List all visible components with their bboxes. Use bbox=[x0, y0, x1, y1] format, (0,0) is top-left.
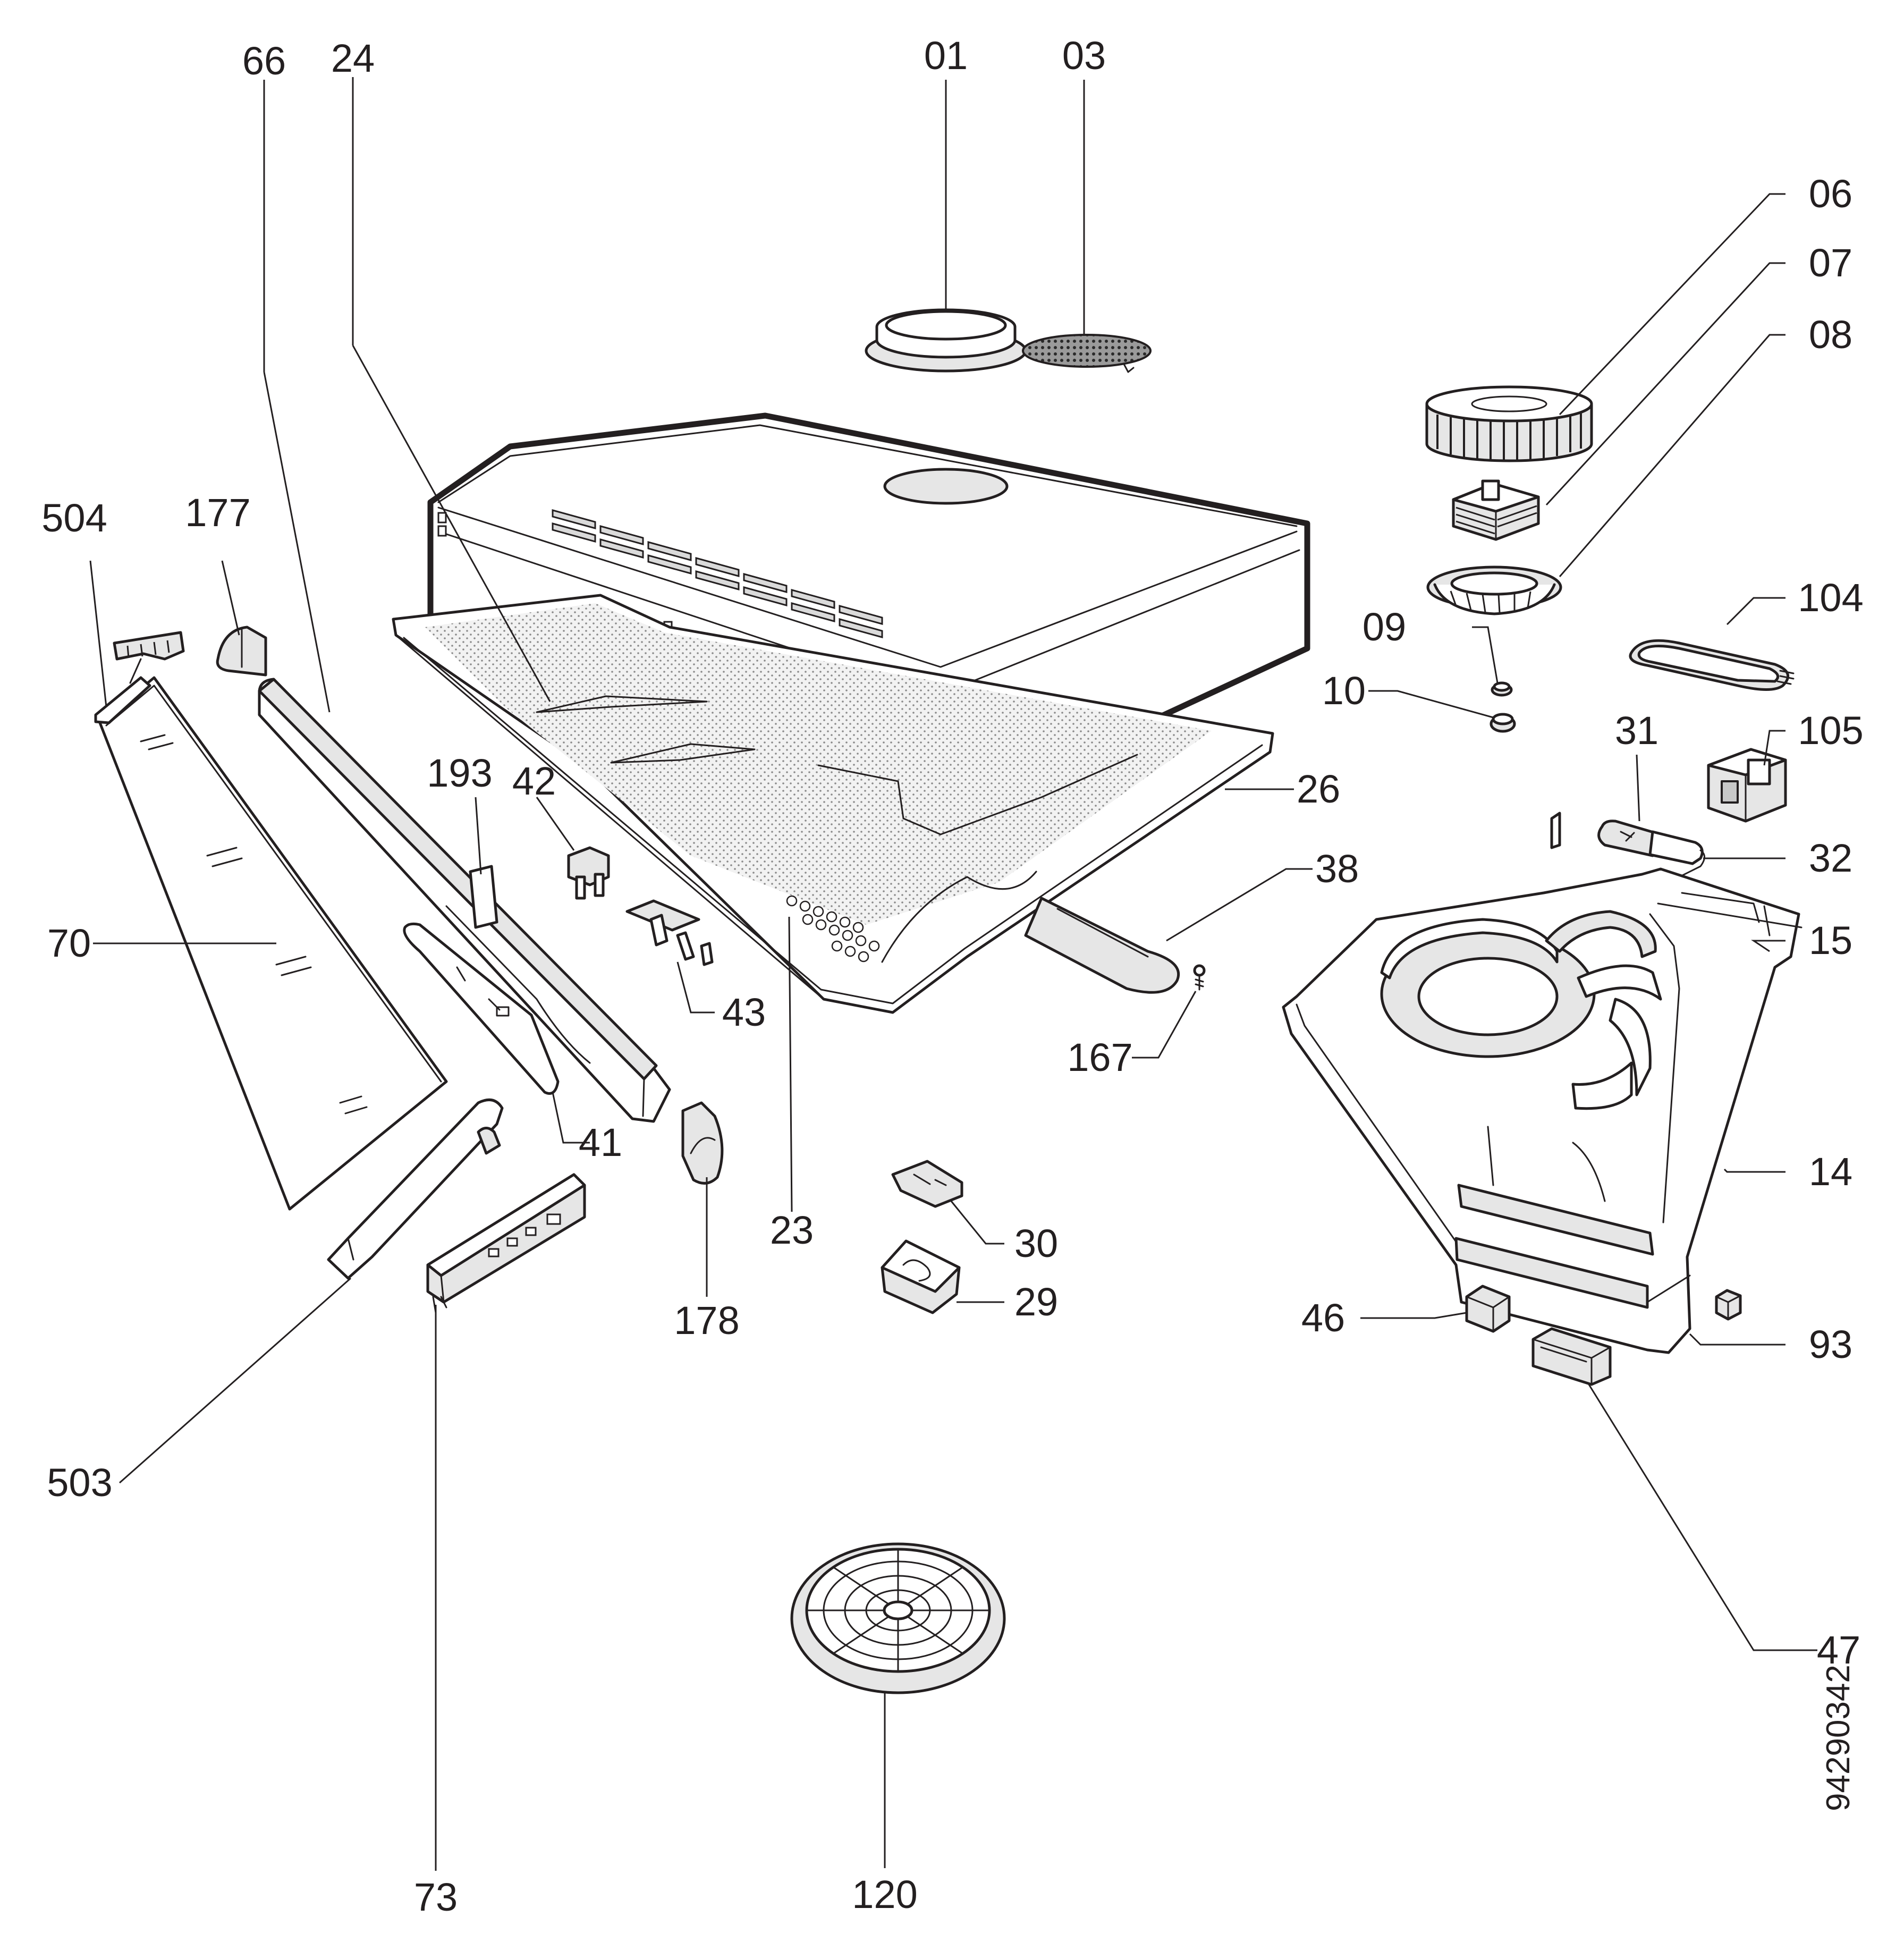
callout-23: 23 bbox=[770, 1208, 814, 1252]
part-lamp-bulb bbox=[1597, 820, 1705, 878]
callout-73: 73 bbox=[414, 1875, 458, 1919]
part-lamp-lens bbox=[1629, 639, 1795, 691]
callout-14: 14 bbox=[1809, 1150, 1852, 1194]
callout-24: 24 bbox=[331, 36, 375, 80]
callout-38: 38 bbox=[1315, 847, 1359, 891]
callout-42: 42 bbox=[512, 759, 556, 803]
part-mesh-disc bbox=[1022, 334, 1152, 373]
callout-177: 177 bbox=[185, 491, 250, 535]
callout-07: 07 bbox=[1809, 241, 1852, 285]
part-lamp-holder bbox=[1707, 748, 1787, 823]
part-fan-impeller bbox=[1426, 565, 1562, 615]
callout-26: 26 bbox=[1297, 767, 1340, 811]
part-bracket-43 bbox=[625, 899, 714, 966]
callout-66: 66 bbox=[242, 39, 286, 83]
part-grommet-09 bbox=[1491, 681, 1513, 697]
leader-lines bbox=[89, 77, 1817, 1871]
part-clip-30 bbox=[891, 1160, 963, 1208]
callout-06: 06 bbox=[1809, 172, 1852, 216]
part-motor-coil bbox=[1452, 479, 1540, 541]
part-plate-193 bbox=[469, 865, 498, 929]
part-end-cap-178 bbox=[681, 1101, 724, 1185]
part-cube-93 bbox=[1715, 1289, 1742, 1321]
callout-41: 41 bbox=[579, 1120, 622, 1164]
callout-104: 104 bbox=[1798, 576, 1863, 620]
part-front-trim bbox=[258, 678, 671, 1123]
callout-105: 105 bbox=[1798, 708, 1863, 753]
callout-10: 10 bbox=[1322, 669, 1366, 713]
part-filter-tray bbox=[392, 594, 1274, 1014]
callout-03: 03 bbox=[1062, 33, 1106, 78]
callout-15: 15 bbox=[1809, 918, 1852, 962]
callout-32: 32 bbox=[1809, 836, 1852, 880]
callout-43: 43 bbox=[722, 990, 766, 1034]
callout-01: 01 bbox=[924, 33, 968, 78]
part-motor-cylinder bbox=[1425, 385, 1593, 462]
part-clip-42 bbox=[567, 846, 610, 900]
callout-09: 09 bbox=[1363, 605, 1406, 649]
part-carbon-filter bbox=[790, 1542, 1006, 1694]
part-switch-47 bbox=[1531, 1327, 1612, 1386]
callout-120: 120 bbox=[852, 1872, 917, 1916]
callout-70: 70 bbox=[47, 921, 91, 965]
callout-46: 46 bbox=[1301, 1296, 1345, 1340]
part-clip-504 bbox=[94, 631, 185, 724]
part-control-box bbox=[426, 1173, 586, 1314]
callout-178: 178 bbox=[674, 1298, 739, 1342]
part-grommet-10 bbox=[1490, 713, 1516, 733]
part-switch-46 bbox=[1465, 1285, 1511, 1333]
callout-31: 31 bbox=[1615, 708, 1658, 753]
part-screw bbox=[1193, 964, 1206, 991]
callout-47: 47 bbox=[1817, 1628, 1860, 1672]
part-control-strip bbox=[403, 922, 560, 1095]
callout-193: 193 bbox=[427, 751, 492, 795]
callout-30: 30 bbox=[1014, 1221, 1058, 1265]
part-end-cap-177 bbox=[216, 626, 267, 677]
callout-08: 08 bbox=[1809, 313, 1852, 357]
callout-503: 503 bbox=[47, 1460, 112, 1505]
callout-504: 504 bbox=[41, 496, 107, 540]
part-duct-handle bbox=[1024, 897, 1180, 994]
callout-93: 93 bbox=[1809, 1322, 1852, 1366]
part-terminal-block bbox=[881, 1239, 961, 1314]
callout-167: 167 bbox=[1067, 1035, 1132, 1079]
part-side-bracket bbox=[327, 1098, 504, 1280]
document-number: 94290342 bbox=[1820, 1665, 1857, 1811]
part-flange-ring bbox=[865, 308, 1027, 373]
part-motor-housing bbox=[1282, 812, 1803, 1354]
callout-29: 29 bbox=[1014, 1280, 1058, 1324]
callout-labels: 66 24 01 03 06 07 08 504 177 09 104 10 3… bbox=[41, 33, 1863, 1919]
